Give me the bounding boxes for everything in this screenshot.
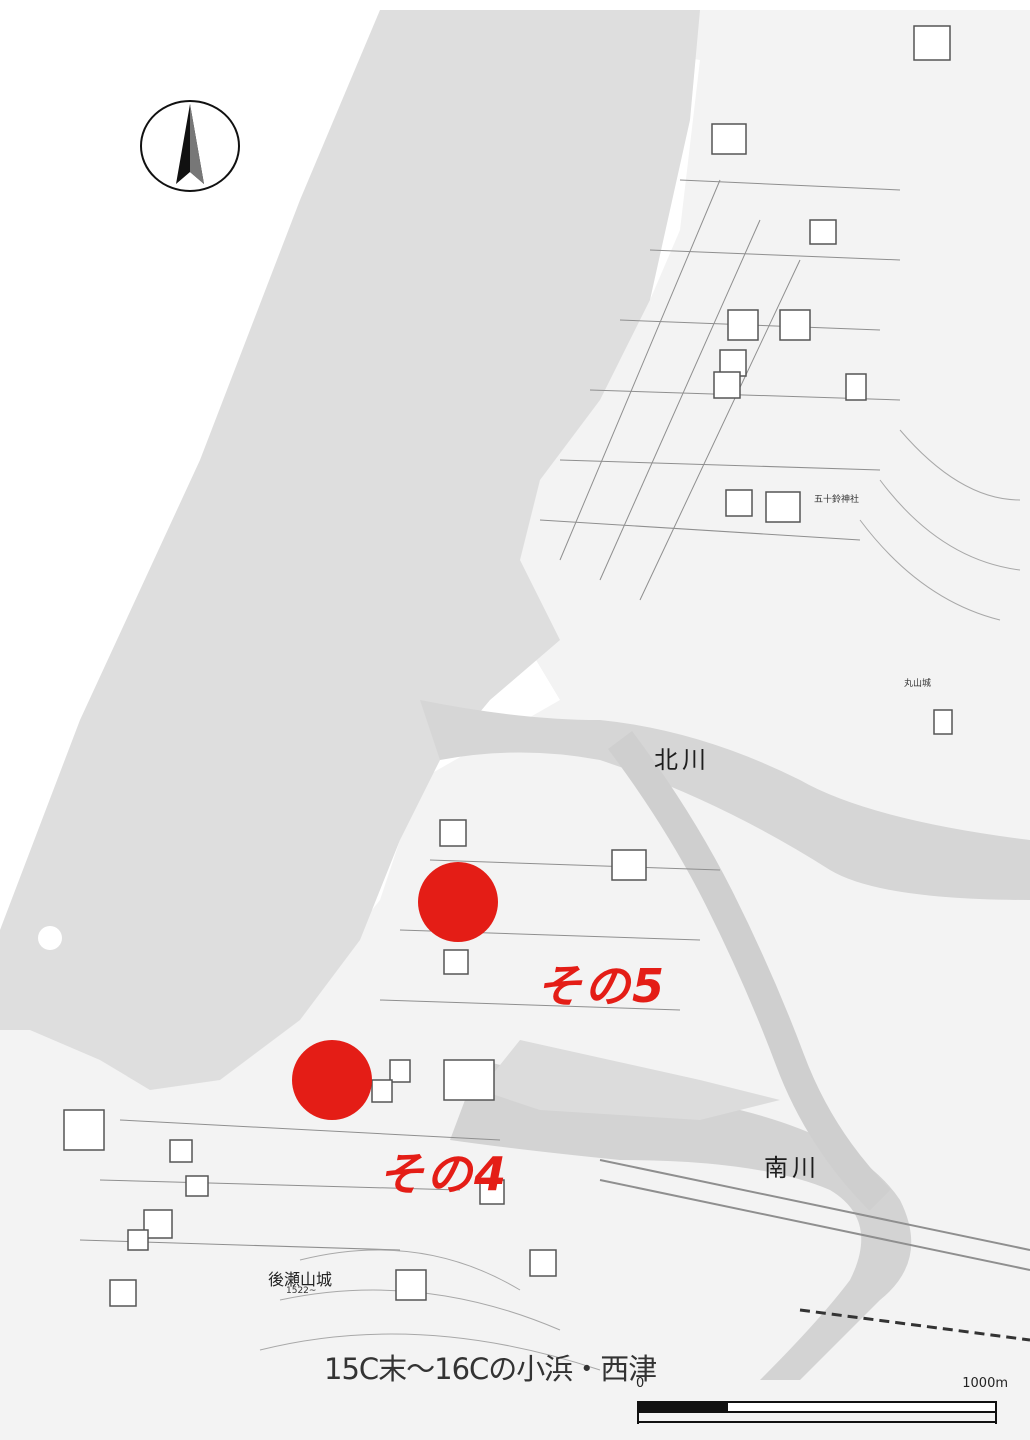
bay-water	[480, 1040, 780, 1120]
scale-start: 0	[636, 1376, 645, 1391]
castle-year: 1522~	[286, 1286, 317, 1296]
south-river-name: 南川	[764, 1154, 820, 1182]
north-river	[420, 700, 1030, 900]
shrine-name: 五十鈴神社	[814, 495, 860, 505]
marker-sono5[interactable]	[418, 862, 498, 942]
south-river	[450, 1060, 912, 1380]
hill-name: 丸山城	[904, 679, 932, 689]
temple-blocks	[63, 25, 953, 1307]
marker-sono4[interactable]	[292, 1040, 372, 1120]
north-river-name: 北川	[654, 746, 710, 774]
north-arrow-icon	[140, 100, 240, 192]
scale-end: 1000m	[962, 1376, 1008, 1391]
street-lines	[79, 179, 1030, 1271]
map-title: 15C末～16Cの小浜・西津	[324, 1352, 657, 1386]
north-arrow	[138, 98, 242, 194]
land-area	[0, 10, 1030, 1440]
railway-line	[799, 1308, 1030, 1342]
punch-hole	[38, 926, 62, 950]
marker-label-sono5: その5	[536, 959, 667, 1013]
marker-label-sono4: その4	[378, 1147, 509, 1201]
sea-area	[0, 10, 700, 1090]
castle-name: 後瀬山城	[268, 1270, 333, 1289]
channel	[607, 731, 891, 1211]
scale-bar: 0 1000m	[636, 1376, 1008, 1426]
scale-bar-graphic	[637, 1401, 997, 1424]
